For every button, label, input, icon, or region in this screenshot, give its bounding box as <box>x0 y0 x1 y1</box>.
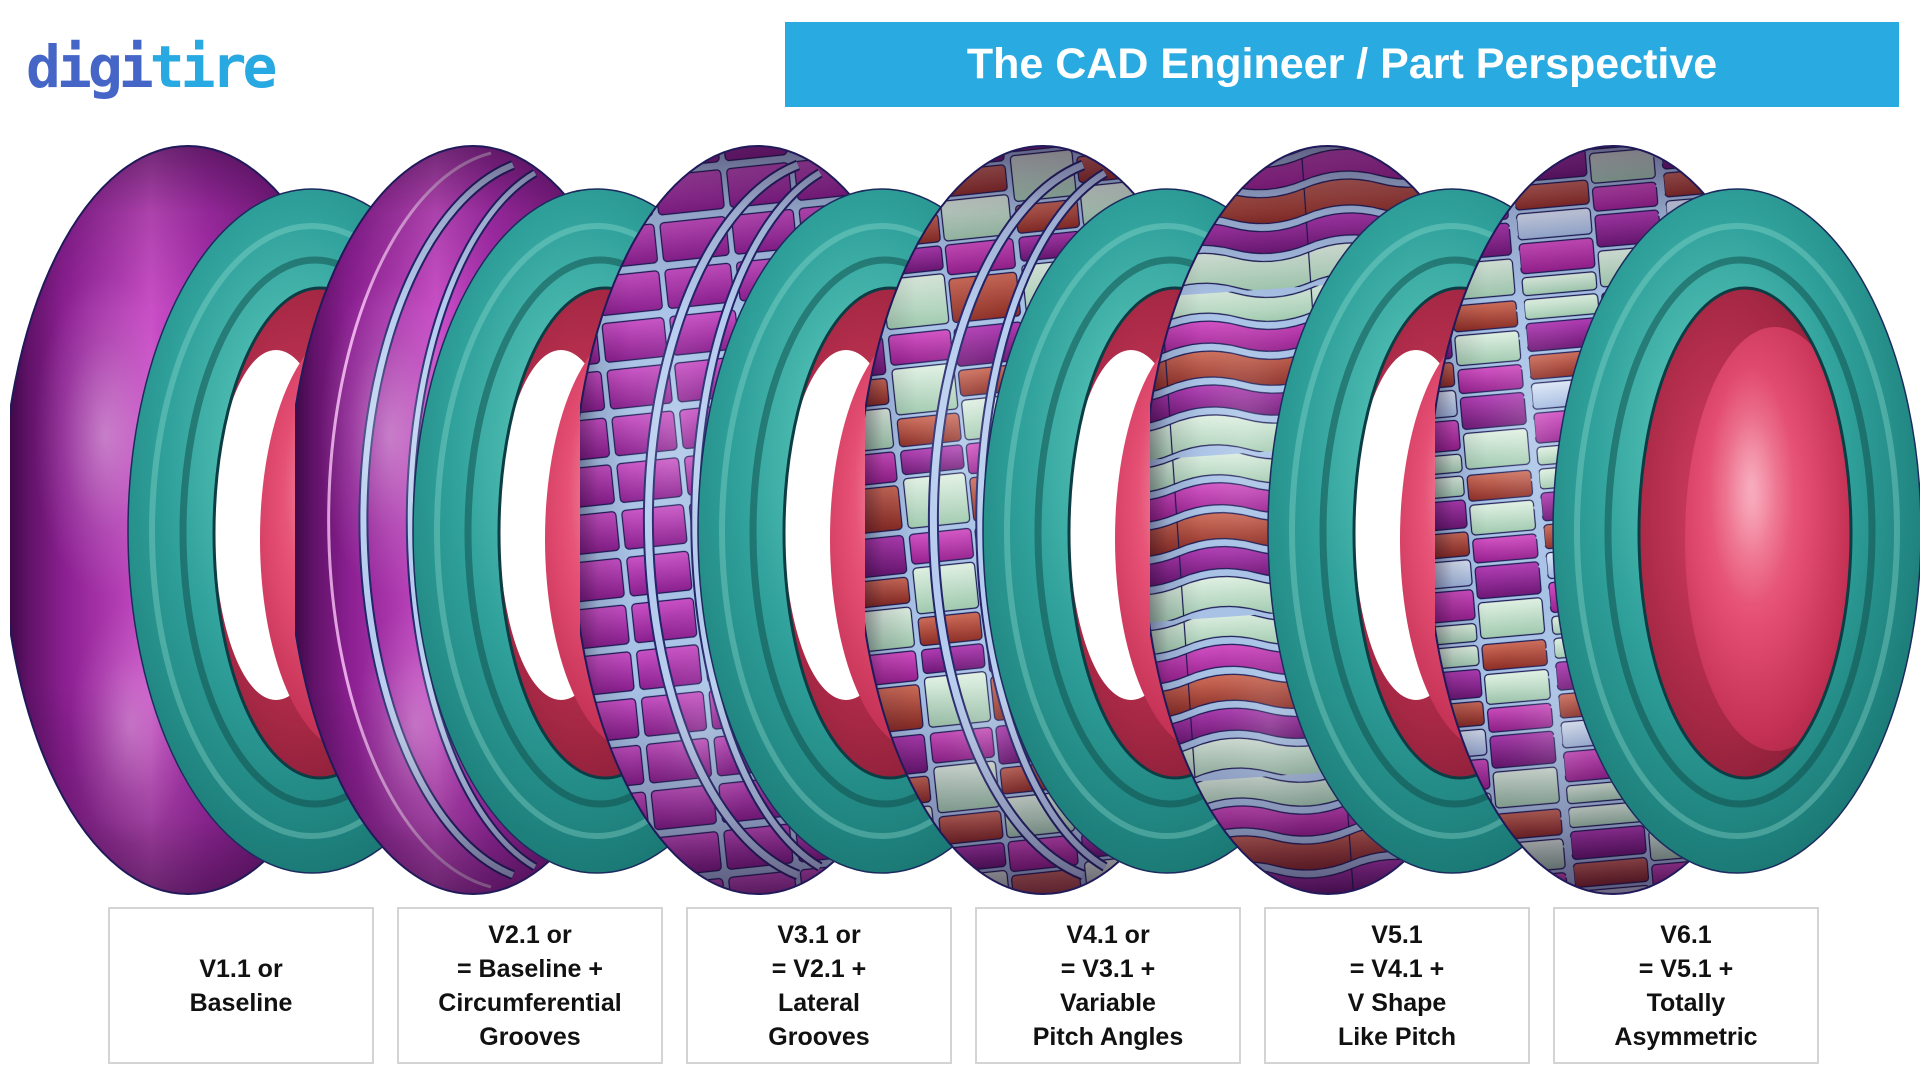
tire-figure-v6 <box>1426 135 1920 905</box>
caption-line: Baseline <box>189 988 293 1017</box>
logo-part-digi: digi <box>26 33 154 101</box>
caption-line: Variable <box>1060 988 1156 1017</box>
caption-line: Grooves <box>479 1022 581 1051</box>
caption-line: V1.1 or <box>199 954 283 983</box>
caption-line: Totally <box>1646 988 1726 1017</box>
caption-line: V4.1 or <box>1066 920 1150 949</box>
caption-line: = V3.1 + <box>1060 954 1156 983</box>
caption-line: = V2.1 + <box>771 954 867 983</box>
caption-line: Pitch Angles <box>1032 1022 1184 1051</box>
caption-line: Grooves <box>768 1022 870 1051</box>
caption-line: = V5.1 + <box>1638 954 1734 983</box>
caption-line: V5.1 <box>1371 920 1423 949</box>
caption-line: Circumferential <box>438 988 622 1017</box>
logo-part-tire: tire <box>149 33 278 101</box>
caption-box-v1: V1.1 or Baseline <box>108 907 374 1064</box>
caption-line: V Shape <box>1347 988 1447 1017</box>
caption-line: V2.1 or <box>488 920 572 949</box>
caption-line: V3.1 or <box>777 920 861 949</box>
caption-line: Asymmetric <box>1614 1022 1758 1051</box>
tire-render-v6 <box>1426 145 1920 895</box>
caption-line: = V4.1 + <box>1349 954 1445 983</box>
caption-line: Lateral <box>778 988 860 1017</box>
title-banner: The CAD Engineer / Part Perspective <box>785 22 1899 107</box>
caption-text-v1: V1.1 or Baseline <box>190 952 293 1020</box>
caption-line: = Baseline + <box>457 954 603 983</box>
caption-line: Like Pitch <box>1337 1022 1457 1051</box>
caption-line: V6.1 <box>1660 920 1712 949</box>
banner-title: The CAD Engineer / Part Perspective <box>966 40 1718 88</box>
